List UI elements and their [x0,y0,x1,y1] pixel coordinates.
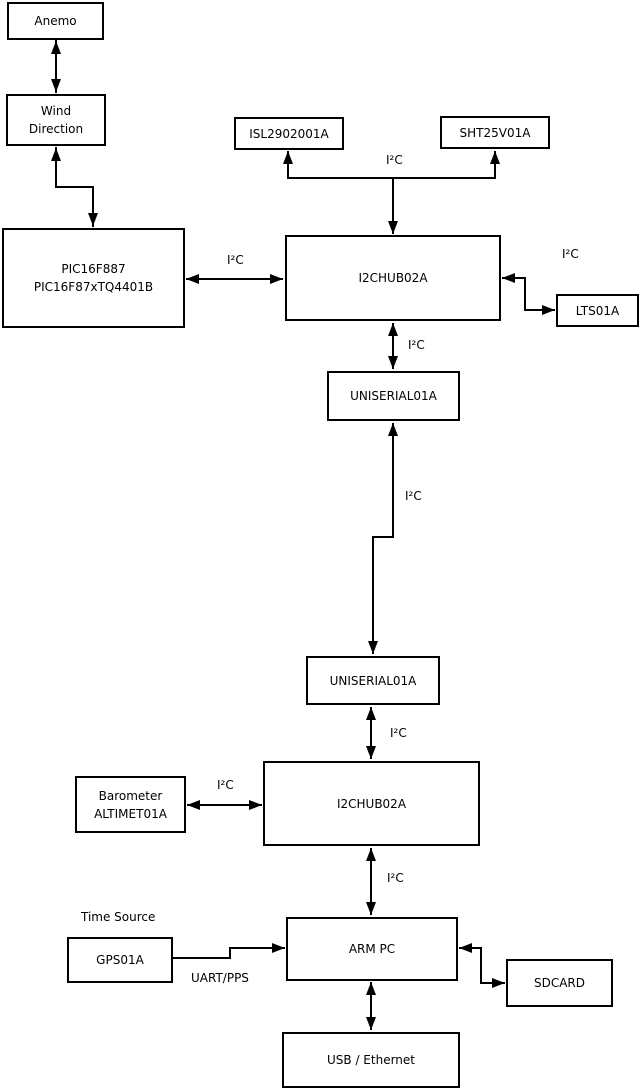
edge-label-i2c-uniserial-hub2: I²C [390,726,407,740]
node-i2chub02a-top: I2CHUB02A [285,235,501,321]
node-label: Barometer [98,788,163,803]
edge-wind-pic [51,147,98,227]
edge-label-i2c-sensor-branch: I²C [386,153,403,167]
node-label: I2CHUB02A [358,271,428,285]
node-pic16f887: PIC16F887 PIC16F87xTQ4401B [2,228,185,328]
node-anemo: Anemo [7,2,104,40]
node-label: USB / Ethernet [327,1053,415,1067]
node-arm-pc: ARM PC [286,917,458,981]
edge-pic-hub-top [186,274,283,284]
edge-label-time-source: Time Source [81,910,156,924]
edge-barometer-hub-bottom [187,800,262,810]
edge-armpc-sdcard [459,943,505,988]
edge-serial-link [368,423,398,654]
node-gps01a: GPS01A [67,937,173,983]
edge-label-i2c-serial-link: I²C [405,489,422,503]
node-label: PIC16F887 [61,262,126,276]
node-label: ISL2902001A [249,126,329,141]
node-label: SDCARD [533,976,586,990]
node-label: PIC16F87xTQ4401B [33,280,154,294]
node-label: Wind [40,104,72,118]
edge-armpc-usb [366,982,376,1030]
node-label: UNISERIAL01A [350,389,437,403]
edge-hub-top-uniserial-top [388,323,398,369]
node-label: LTS01A [575,303,620,318]
node-label: Direction [28,122,84,136]
node-label: ARM PC [348,942,396,956]
edge-label-i2c-hub2-armpc: I²C [387,871,404,885]
node-label: I2CHUB02A [336,796,407,811]
edge-uniserial-bottom-hub-bottom [366,707,376,759]
node-uniserial01a-top: UNISERIAL01A [327,371,460,421]
edge-label-i2c-hub-lts: I²C [562,247,579,261]
node-label: GPS01A [96,953,144,967]
node-i2chub02a-bottom: I2CHUB02A [263,761,480,846]
edge-label-i2c-pic-hub: I²C [227,253,244,267]
edge-hub-top-lts [502,273,555,315]
node-isl2902001a: ISL2902001A [234,117,344,150]
edge-label-uart-pps: UART/PPS [191,971,249,985]
node-label: Anemo [34,14,77,28]
node-label: ALTIMET01A [94,806,167,821]
edge-label-i2c-barometer-hub2: I²C [217,778,234,792]
edge-anemo-wind [51,40,61,93]
edge-label-i2c-hub-uniserial: I²C [408,338,425,352]
node-lts01a: LTS01A [556,294,639,327]
edge-hub-bottom-armpc [366,848,376,915]
node-usb-ethernet: USB / Ethernet [282,1032,460,1088]
edge-gps-armpc [173,943,285,959]
node-wind-direction: Wind Direction [6,94,106,146]
node-label: SHT25V01A [459,125,531,140]
node-sdcard: SDCARD [506,959,613,1007]
node-uniserial01a-bottom: UNISERIAL01A [306,656,440,705]
node-sht25v01a: SHT25V01A [440,116,550,149]
node-label: UNISERIAL01A [329,673,417,688]
edge-hub-top-sensors-branch [283,151,500,234]
node-barometer-altimet01a: Barometer ALTIMET01A [75,776,186,833]
